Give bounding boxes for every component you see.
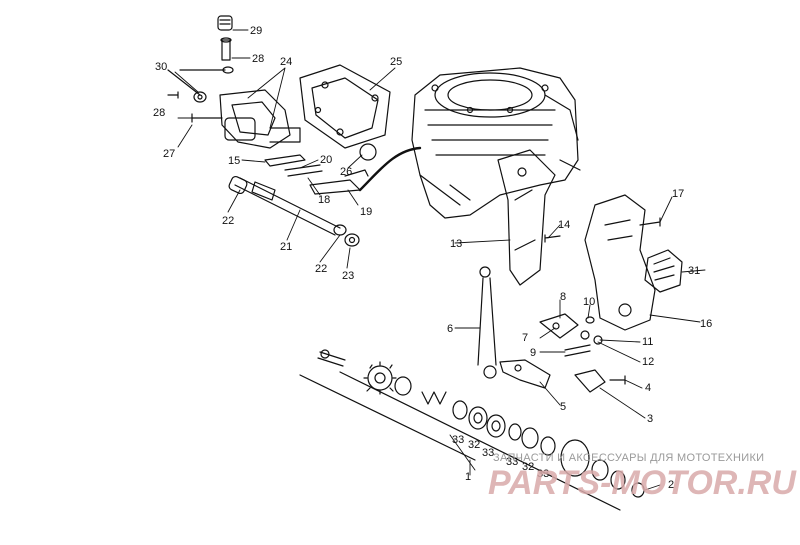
bolt-top-part [217,15,234,74]
callout-24: 24 [280,56,292,68]
callout-22-bottom: 22 [315,263,327,275]
callout-20: 20 [320,154,332,166]
small-parts-7-12 [539,313,603,357]
callout-27: 27 [163,148,175,160]
cable-line [358,146,422,192]
bottom-shaft-assembly [299,349,645,511]
part-3-4 [574,369,626,393]
gear-part [363,361,397,395]
callout-1: 1 [465,471,471,483]
callout-12: 12 [642,356,654,368]
cylinder-head-part [299,64,391,149]
callout-30: 30 [155,61,167,73]
callout-17: 17 [672,188,684,200]
rod-6-part [477,266,497,379]
callout-33-d: 33 [537,468,549,480]
oring-part [359,143,377,161]
callout-8: 8 [560,291,566,303]
caliper-body-part [219,89,301,149]
callout-32-b: 32 [522,461,534,473]
watermark: ЗАПЧАСТИ И АКСЕССУАРЫ ДЛЯ МОТОТЕХНИКИ PA… [488,452,797,502]
leader-lines [174,29,706,491]
callout-3: 3 [647,413,653,425]
callout-33-c: 33 [506,456,518,468]
callout-11: 11 [642,336,653,348]
callout-26: 26 [340,166,352,178]
callout-21: 21 [280,241,292,253]
callout-9: 9 [530,347,536,359]
callout-13: 13 [450,238,462,250]
bracket-13-part [497,149,556,286]
callout-5: 5 [560,401,566,413]
callout-33-b: 33 [482,447,494,459]
callout-14: 14 [558,219,570,231]
callout-23: 23 [342,270,354,282]
callout-22-top: 22 [222,215,234,227]
watermark-tagline: ЗАПЧАСТИ И АКСЕССУАРЫ ДЛЯ МОТОТЕХНИКИ [493,452,764,464]
callout-33-a: 33 [452,434,464,446]
callout-7: 7 [522,332,528,344]
callout-6: 6 [447,323,453,335]
callout-10: 10 [583,296,595,308]
callout-labels: 29 28 30 24 25 28 27 15 20 26 18 19 22 2… [153,25,712,491]
left-fasteners [167,69,226,123]
callout-18: 18 [318,194,330,206]
watermark-logo: PARTS-MOTOR.RU [488,464,797,502]
callout-28-left: 28 [153,107,165,119]
callout-4: 4 [645,382,651,394]
shaft-part [228,175,360,247]
cylinder-block [411,67,581,219]
callout-2: 2 [668,479,674,491]
callout-29: 29 [250,25,262,37]
bolt-14-part [544,234,561,243]
lever-5-part [499,359,551,389]
callout-15: 15 [228,155,240,167]
pad-31-part [644,249,683,293]
plate-16-part [584,194,656,331]
spring-part [421,391,447,405]
callout-31: 31 [688,265,700,277]
callout-16: 16 [700,318,712,330]
callout-32-a: 32 [468,439,480,451]
callout-19: 19 [360,206,372,218]
callout-25: 25 [390,56,402,68]
callout-28-top: 28 [252,53,264,65]
